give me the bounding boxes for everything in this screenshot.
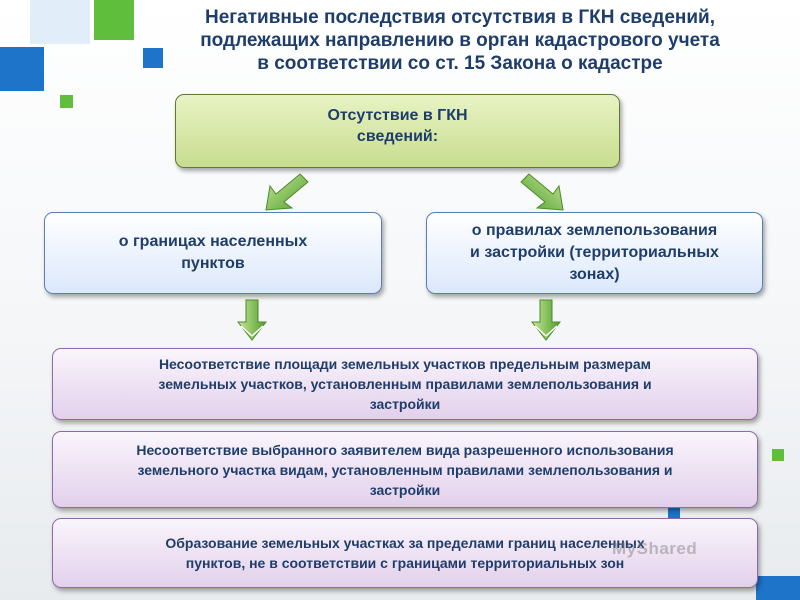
decor-square-blue-large: [0, 47, 44, 91]
arrow-root-to-branch-right-icon: [520, 173, 564, 211]
watermark-logo: MyShared: [612, 539, 698, 558]
decor-square-blue-bottom-small: [668, 508, 680, 520]
result-node-use-type-mismatch: Несоответствие выбранного заявителем вид…: [52, 431, 758, 508]
result-1-line-2: земельных участков, установленным правил…: [158, 376, 652, 392]
decor-square-blue-bottom: [756, 576, 800, 600]
result-3-line-1: Образование земельных участках за предел…: [165, 535, 645, 551]
branch-right-line-2: и застройки (территориальных: [470, 244, 719, 261]
branch-node-land-use-rules: о правилах землепользования и застройки …: [426, 212, 763, 294]
arrow-root-to-branch-left-icon: [265, 173, 309, 211]
result-node-area-mismatch: Несоответствие площади земельных участко…: [52, 348, 758, 420]
page-title: Негативные последствия отсутствия в ГКН …: [140, 6, 780, 75]
result-node-outside-boundaries: Образование земельных участках за предел…: [52, 518, 758, 588]
branch-left-line-1: о границах населенных: [118, 233, 308, 250]
result-2-line-2: земельного участка видам, установленным …: [137, 461, 673, 478]
result-3-line-2: пунктов, не в соответствии с границами т…: [185, 555, 625, 571]
title-line-2: подлежащих направлению в орган кадастров…: [200, 30, 720, 51]
branch-right-line-1: о правилах землепользования: [471, 222, 718, 239]
root-line-2: сведений:: [356, 128, 439, 145]
branch-left-line-2: пунктов: [181, 255, 245, 272]
branch-right-line-3: зонах): [569, 266, 620, 283]
title-line-1: Негативные последствия отсутствия в ГКН …: [204, 7, 715, 28]
arrow-branch-left-down-icon: [236, 299, 268, 341]
root-node: Отсутствие в ГКН сведений:: [175, 94, 620, 168]
arrow-branch-right-down-icon: [530, 299, 562, 341]
decor-square-lightblue: [30, 0, 90, 44]
branch-node-settlement-boundaries: о границах населенных пунктов: [44, 212, 382, 294]
decor-square-green-large: [94, 0, 134, 40]
decor-square-blue-small: [143, 48, 163, 68]
result-2-line-1: Несоответствие выбранного заявителем вид…: [136, 441, 674, 458]
title-line-3: в соответствии со ст. 15 Закона о кадаст…: [257, 53, 663, 74]
result-1-line-1: Несоответствие площади земельных участко…: [158, 356, 652, 372]
result-1-line-3: застройки: [369, 396, 441, 412]
decor-square-green-small: [60, 95, 73, 108]
root-line-1: Отсутствие в ГКН: [327, 107, 468, 124]
result-2-line-3: застройки: [369, 481, 441, 498]
decor-square-green-right: [772, 449, 784, 461]
